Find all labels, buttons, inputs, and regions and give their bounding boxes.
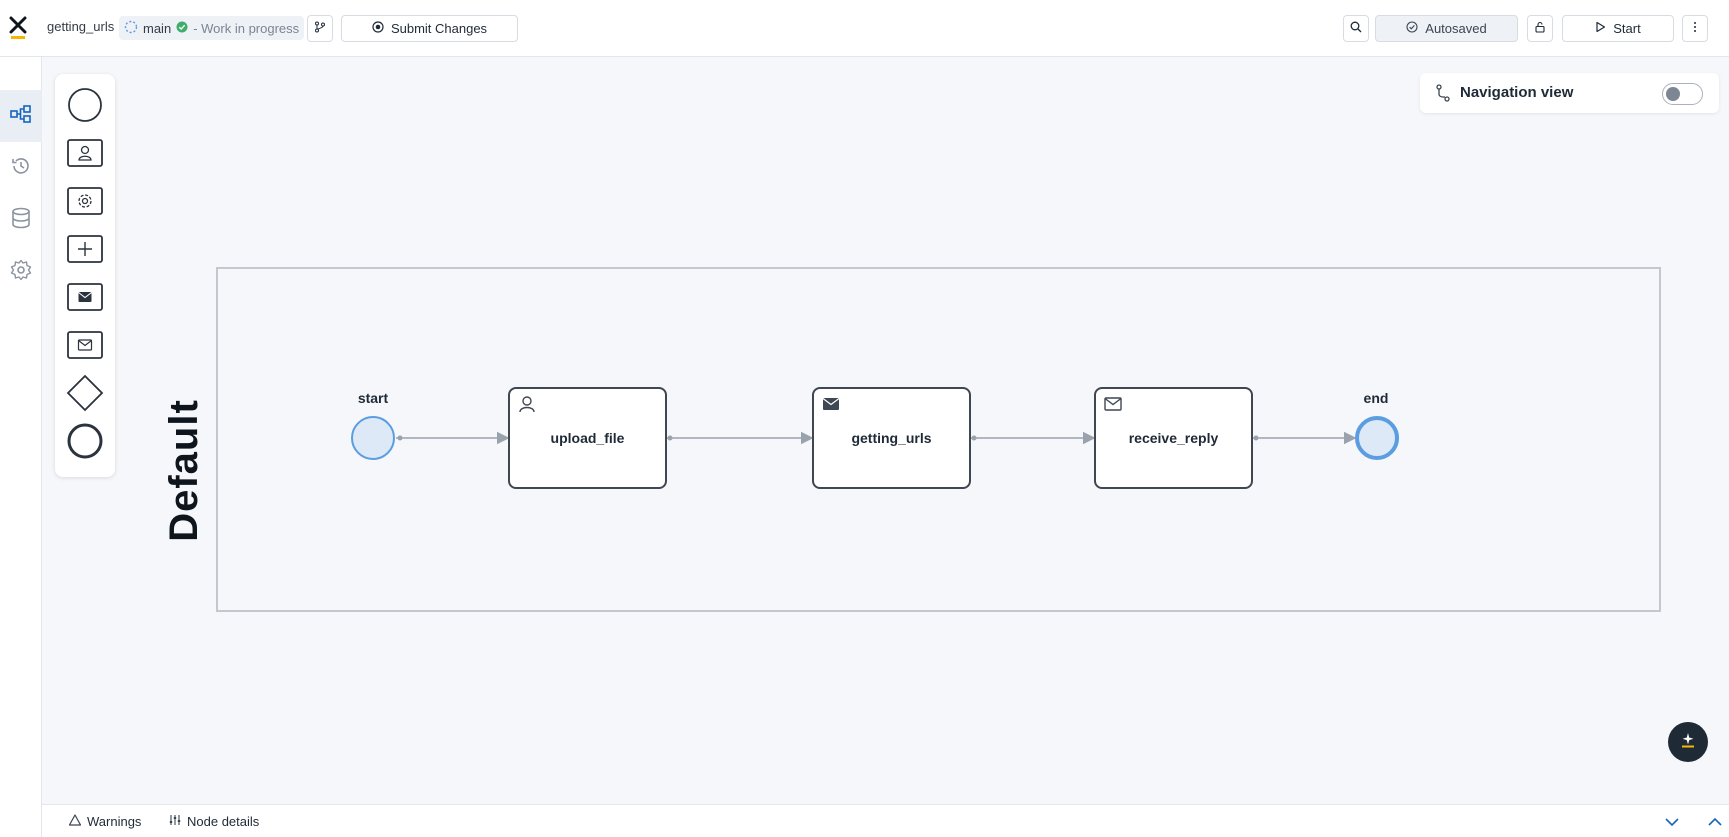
check-circle-icon [1406,21,1418,36]
start-event-label: start [357,390,389,406]
palette-service-task[interactable] [66,184,104,222]
branch-status: - Work in progress [193,20,300,36]
subprocess-icon [67,234,103,268]
search-icon [1350,20,1362,38]
sliders-icon [169,814,181,829]
left-sidebar [0,57,42,837]
settings-icon [10,259,32,286]
branch-icon [124,20,138,37]
user-task-icon [67,138,103,172]
chevron-down-icon [1664,817,1680,834]
service-task-icon [67,186,103,220]
sequence-flow[interactable] [396,431,510,445]
element-palette [55,74,115,477]
task-getting-urls[interactable]: getting_urls [812,387,971,489]
warning-icon [68,814,82,829]
task-label: receive_reply [1128,430,1219,446]
process-diagram-icon [10,104,32,128]
lock-icon [1534,20,1546,38]
chevron-up-icon [1707,817,1723,834]
palette-user-task[interactable] [66,136,104,174]
task-receive-reply[interactable]: receive_reply [1094,387,1253,489]
autosave-label: Autosaved [1425,21,1487,36]
send-message-icon [821,395,841,413]
end-event-label: end [1363,390,1389,406]
bottom-panel-bar: Warnings Node details [42,804,1729,837]
autosave-status: Autosaved [1375,15,1518,42]
palette-gateway[interactable] [66,374,104,417]
play-icon [1595,21,1606,36]
navigation-view-label: Navigation view [1460,84,1574,101]
sequence-flows [396,431,1357,445]
node-details-label: Node details [187,814,260,829]
end-event[interactable] [1355,416,1399,460]
collapse-panel-button[interactable] [1664,814,1680,830]
sequence-flow[interactable] [1253,431,1357,445]
history-icon [10,155,32,182]
more-vertical-icon [1693,20,1697,38]
task-upload-file[interactable]: upload_file [508,387,667,489]
database-icon [11,207,31,234]
task-label: upload_file [550,430,625,446]
sequence-flow[interactable] [667,431,814,445]
submit-changes-label: Submit Changes [390,21,488,36]
sidebar-item-settings[interactable] [0,246,42,298]
toggle-knob [1666,87,1680,101]
start-button[interactable]: Start [1562,15,1674,42]
lock-button[interactable] [1527,15,1553,42]
sidebar-item-data[interactable] [0,194,42,246]
task-label: getting_urls [851,430,932,446]
warnings-tab[interactable]: Warnings [68,814,142,829]
palette-end-event[interactable] [66,423,104,464]
expand-panel-button[interactable] [1707,814,1723,830]
gateway-icon [66,374,104,417]
sparkle-icon [1680,732,1696,753]
palette-send-message-task[interactable] [66,280,104,318]
receive-message-icon [67,330,103,364]
receive-message-icon [1103,395,1123,413]
more-options-button[interactable] [1682,15,1708,42]
warnings-label: Warnings [87,814,142,829]
user-icon [517,395,537,413]
search-button[interactable] [1343,15,1369,42]
navigation-icon [1435,84,1451,107]
process-name: getting_urls [47,19,115,34]
node-details-tab[interactable]: Node details [169,814,259,829]
branch-selector[interactable]: main - Work in progress [119,16,305,40]
palette-subprocess[interactable] [66,232,104,270]
start-event[interactable] [351,416,395,460]
branch-actions-button[interactable] [307,15,333,42]
top-bar: getting_urls main - Work in progress Sub… [0,0,1729,57]
navigation-view-panel: Navigation view [1420,73,1719,113]
ai-assistant-button[interactable] [1668,722,1708,762]
end-event-icon [67,423,103,464]
branch-name: main [143,20,172,36]
status-check-icon [176,21,188,36]
sequence-flow[interactable] [971,431,1096,445]
sidebar-item-diagram[interactable] [0,90,42,142]
start-label: Start [1613,21,1641,36]
submit-changes-button[interactable]: Submit Changes [341,15,518,42]
sidebar-item-history[interactable] [0,142,42,194]
git-branch-icon [314,20,326,38]
navigation-view-toggle[interactable] [1662,83,1703,105]
start-event-icon [67,87,103,128]
palette-start-event[interactable] [66,87,104,128]
app-logo[interactable] [8,16,30,40]
palette-receive-message-task[interactable] [66,328,104,366]
send-message-icon [67,282,103,316]
record-icon [372,21,384,36]
